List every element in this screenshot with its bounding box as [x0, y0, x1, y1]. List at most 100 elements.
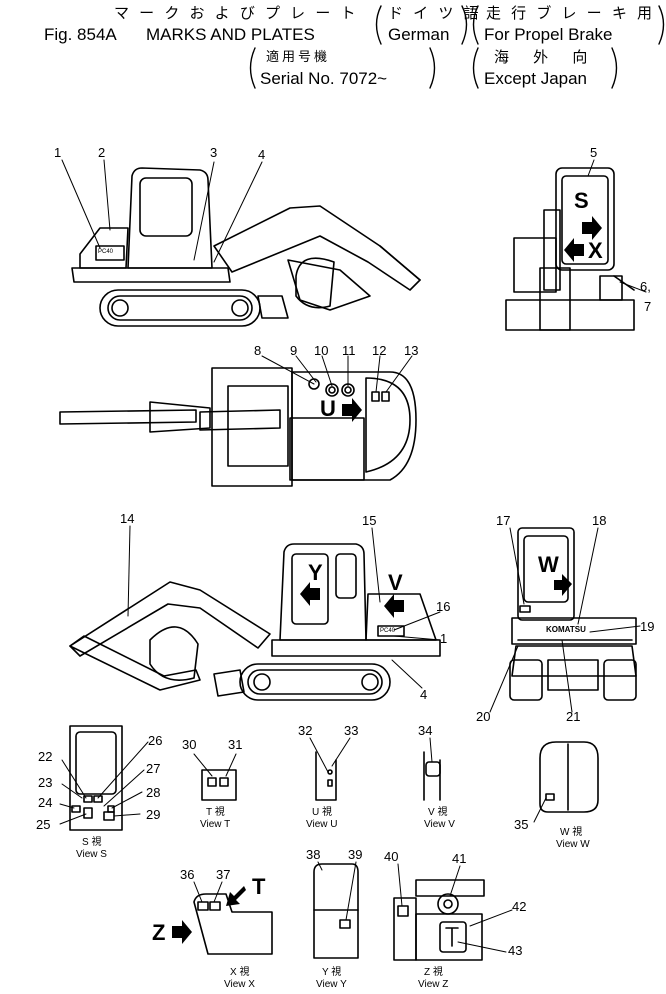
view-z-caption: View Z — [418, 979, 449, 990]
view-w-jp: W 視 — [560, 827, 583, 838]
callout-13: 13 — [404, 343, 419, 358]
view-s-jp: S 視 — [82, 837, 102, 848]
callout-17: 17 — [496, 513, 511, 528]
callout-2: 2 — [98, 145, 106, 160]
view-s-drawing — [69, 725, 123, 831]
direction-arrows — [172, 216, 602, 944]
header-brackets — [249, 5, 665, 89]
market-jp: 海 外 向 — [494, 49, 598, 66]
view-t-jp: T 視 — [206, 807, 225, 818]
callout-11: 11 — [342, 343, 356, 358]
view-u-caption: View U — [306, 819, 338, 830]
view-y-drawing — [313, 863, 359, 959]
view-t-drawing — [201, 769, 237, 801]
callout-4-lower: 4 — [420, 687, 428, 702]
callout-23: 23 — [38, 775, 53, 790]
view-letter-x: X — [588, 238, 603, 263]
callout-36: 36 — [180, 867, 195, 882]
view-t-caption: View T — [200, 819, 231, 830]
callout-7: 7 — [644, 299, 652, 314]
view-letter-t: T — [252, 874, 266, 899]
view-x-drawing — [193, 893, 273, 955]
figure-number: Fig. 854A — [44, 25, 117, 44]
callout-15: 15 — [362, 513, 377, 528]
subtitle: For Propel Brake — [484, 25, 613, 44]
cab-rear-view — [505, 167, 635, 331]
callout-16: 16 — [436, 599, 451, 614]
callout-24: 24 — [38, 795, 53, 810]
view-y-caption: View Y — [316, 979, 347, 990]
brand-decal: KOMATSU — [546, 625, 586, 634]
arrow-y-icon — [300, 582, 320, 606]
callout-38: 38 — [306, 847, 321, 862]
callout-10: 10 — [314, 343, 329, 358]
callout-39: 39 — [348, 847, 363, 862]
view-z-jp: Z 視 — [424, 967, 443, 978]
callout-34: 34 — [418, 723, 433, 738]
language-jp: ド イ ツ 語 — [388, 5, 482, 22]
view-v-jp: V 視 — [428, 807, 448, 818]
callout-3: 3 — [210, 145, 218, 160]
market-label: Except Japan — [484, 69, 588, 88]
view-u-jp: U 視 — [312, 807, 332, 818]
callout-35: 35 — [514, 817, 529, 832]
callout-27: 27 — [146, 761, 161, 776]
callout-1: 1 — [54, 145, 62, 160]
view-u-drawing — [315, 751, 337, 801]
arrow-z-icon — [172, 920, 192, 944]
title-jp: マ ー ク お よ び プ レ ー ト — [114, 5, 359, 22]
callout-18: 18 — [592, 513, 607, 528]
arrow-w-icon — [554, 574, 572, 596]
callout-22: 22 — [38, 749, 53, 764]
callout-19: 19 — [640, 619, 655, 634]
view-letter-y: Y — [308, 560, 323, 585]
language-label: German — [388, 25, 450, 44]
callout-30: 30 — [182, 737, 197, 752]
callout-28: 28 — [146, 785, 161, 800]
leader-lines — [59, 159, 647, 953]
callout-5: 5 — [590, 145, 598, 160]
serial-number: Serial No. 7072~ — [260, 69, 388, 88]
page-title: MARKS AND PLATES — [146, 25, 315, 44]
view-v-drawing — [423, 751, 441, 801]
view-w-caption: View W — [556, 839, 590, 850]
arrow-s-icon — [582, 216, 602, 240]
view-letter-u: U — [320, 396, 336, 421]
view-x-caption: View X — [224, 979, 255, 990]
subtitle-jp: 走 行 ブ レ ー キ 用 — [486, 5, 656, 22]
callout-9: 9 — [290, 343, 298, 358]
callout-26: 26 — [148, 733, 163, 748]
view-w-drawing — [539, 741, 599, 813]
callout-6: 6, — [640, 279, 651, 294]
view-y-jp: Y 視 — [322, 967, 342, 978]
view-s-caption: View S — [76, 849, 107, 860]
callout-31: 31 — [228, 737, 243, 752]
view-z-drawing — [393, 879, 485, 961]
callout-37: 37 — [216, 867, 231, 882]
view-v-caption: View V — [424, 819, 455, 830]
excavator-top-view — [59, 367, 417, 487]
model-decal-upper: PC40 — [98, 249, 114, 255]
callout-42: 42 — [512, 899, 527, 914]
excavator-front-view — [509, 527, 637, 701]
callout-8: 8 — [254, 343, 262, 358]
callout-4: 4 — [258, 147, 266, 162]
callout-12: 12 — [372, 343, 387, 358]
callout-14: 14 — [120, 511, 135, 526]
model-decal-lower: PC40 — [380, 628, 396, 634]
callout-40: 40 — [384, 849, 399, 864]
callout-25: 25 — [36, 817, 51, 832]
excavator-side-view — [71, 167, 421, 327]
callout-41: 41 — [452, 851, 467, 866]
arrow-v-icon — [384, 594, 404, 618]
excavator-side-view-2 — [69, 543, 441, 701]
callout-21: 21 — [566, 709, 581, 724]
arrow-x-icon — [564, 238, 584, 262]
callout-29: 29 — [146, 807, 161, 822]
view-x-jp: X 視 — [230, 967, 250, 978]
callout-1-lower: 1 — [440, 631, 448, 646]
arrow-u-icon — [342, 398, 362, 422]
arrow-t-icon — [226, 886, 246, 906]
view-letter-v: V — [388, 570, 403, 595]
